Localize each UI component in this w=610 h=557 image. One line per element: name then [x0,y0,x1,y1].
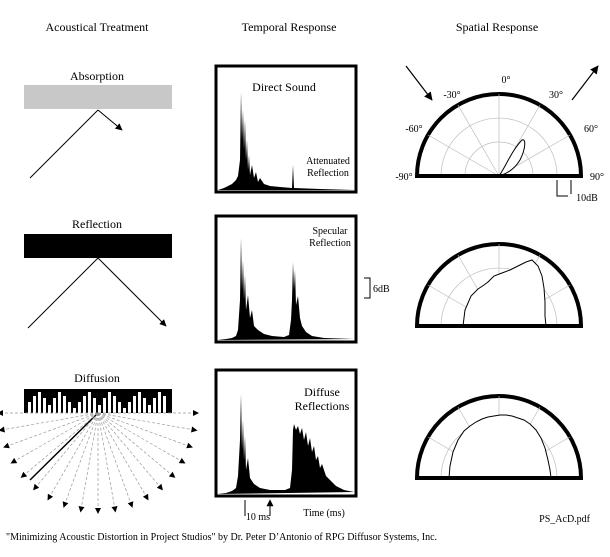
diffusion-impulse-response [218,394,354,494]
incident-ray [27,257,99,329]
diffuse-ray-arrowhead [0,426,5,433]
citation-text: "Minimizing Acoustic Distortion in Proje… [6,532,437,543]
polar-scale-bracket [556,180,572,197]
reflector-panel [24,234,172,258]
diffuse-ray-arrowhead [0,410,3,416]
incident-arrow-right [571,65,599,101]
diffuse-ray [97,412,115,507]
diffuse-ray-arrowhead [20,471,28,478]
specular-reflection-label: Reflection [309,238,351,249]
angle-label-minus90: -90° [395,172,412,183]
incident-arrow-left [405,65,433,101]
diffuse-ray [24,412,99,475]
polar-plot-reflection [414,242,584,328]
polar-lobe-reflection [462,259,547,327]
direct-sound-label: Direct Sound [252,80,316,94]
time-marker-arrows [244,500,270,516]
angle-label-30: 30° [549,90,563,101]
diffuse-ray-arrowhead [62,501,69,508]
diffuse-ray [97,412,172,475]
diffuse-ray [50,412,99,496]
absorption-impulse-response [218,92,354,190]
diffuse-ray-arrowhead [186,442,193,449]
diffuse-ray [4,412,99,430]
diffuse-ray-arrowhead [193,410,199,416]
db-scale-bracket [364,277,371,299]
diffuse-ray-arrowhead [47,493,54,501]
diffuse-ray-arrowhead [33,483,40,491]
polar-plot-diffusion [414,394,584,480]
header-acoustical-treatment: Acoustical Treatment [46,20,150,34]
diffuse-ray-arrowhead [178,457,186,464]
diffuse-ray-arrowhead [168,471,176,478]
specular-label: Specular [313,226,349,237]
diffuse-ray-arrowhead [142,493,149,501]
time-marker-label: 10 ms [246,512,270,523]
time-axis-label: Time (ms) [303,508,345,519]
diffuse-ray [97,412,131,503]
angle-label-90: 90° [590,172,604,183]
diffusor-wells [28,392,166,413]
diffuse-reflections-label: Reflections [295,399,350,413]
angle-label-0: 0° [502,75,511,86]
reflection-impulse-response [218,238,354,340]
diffuse-ray-arrowhead [10,457,18,464]
attenuated-label: Attenuated [306,156,350,167]
reflection-row: Reflection Specular Reflection 6dB [24,214,584,344]
diffuse-label: Diffuse [304,385,340,399]
diffuse-ray [97,412,188,446]
diffusion-row: Diffusion [0,368,584,523]
diffuse-ray-fan [0,410,199,514]
diffuse-ray [15,412,99,461]
db-scale-label: 6dB [373,284,390,295]
diffuse-ray [97,412,192,430]
reflection-label: Reflection [307,168,349,179]
incident-ray [29,412,99,481]
polar-plot-absorption [414,92,584,178]
diffuse-ray [65,412,99,503]
diffuse-ray [81,412,99,507]
diffusion-label: Diffusion [74,371,120,385]
polar-scale-label: 10dB [576,193,598,204]
diffuse-ray-arrowhead [191,426,198,433]
angle-label-minus60: -60° [405,124,422,135]
reflection-treatment-label: Reflection [72,217,122,231]
angle-label-minus30: -30° [443,90,460,101]
diffuse-ray-arrowhead [78,506,85,513]
polar-lobe-absorption [497,139,526,177]
angle-label-60: 60° [584,124,598,135]
absorption-label: Absorption [70,69,124,83]
diffuse-ray [97,412,146,496]
absorber-panel [24,85,172,109]
header-temporal-response: Temporal Response [242,20,337,34]
header-spatial-response: Spatial Response [456,20,538,34]
incident-ray [29,109,99,179]
polar-lobe-diffusion [448,414,552,479]
filename-label: PS_AcD.pdf [539,514,591,525]
diffuse-ray [36,412,99,487]
diffuse-ray-arrowhead [95,508,101,514]
diffuse-ray-arrowhead [127,501,134,508]
diffuse-ray [97,412,181,461]
diffuse-ray [97,412,160,487]
diffuse-ray-arrowhead [3,442,10,449]
specular-ray [97,257,167,327]
attenuated-ray [97,109,123,131]
diffuse-ray-arrowhead [156,483,163,491]
diffuse-ray [8,412,99,446]
absorption-row: Absorption Direct Sound Attenuated Refle… [24,64,604,204]
diffuse-ray-arrowhead [111,506,118,513]
